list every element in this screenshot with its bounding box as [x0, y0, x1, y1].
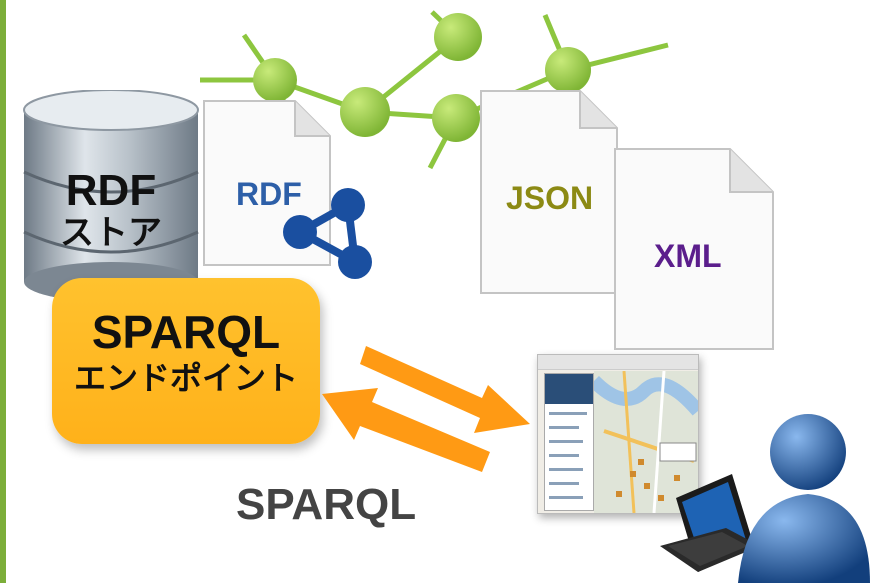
- sidebar-panel: [544, 373, 594, 511]
- map-view: [589, 370, 698, 513]
- request-arrow: [360, 346, 530, 433]
- json-document: JSON: [480, 90, 618, 294]
- rdf-document-label: RDF: [236, 176, 302, 212]
- sparql-endpoint-box: SPARQL エンドポイント: [52, 278, 320, 444]
- left-border: [0, 0, 6, 583]
- document-icon: [614, 148, 774, 350]
- rdf-store-title: RDF: [65, 166, 157, 215]
- sparql-query-label: SPARQL: [236, 480, 417, 529]
- graph-nodes: [253, 13, 591, 142]
- browser-toolbar: [538, 355, 698, 370]
- endpoint-subtitle: エンドポイント: [73, 360, 298, 396]
- xml-document-label: XML: [654, 238, 722, 274]
- rdf-store-subtitle: ストア: [60, 214, 162, 252]
- document-icon: [480, 90, 618, 294]
- xml-document: XML: [614, 148, 774, 350]
- endpoint-title: SPARQL: [91, 306, 281, 358]
- response-arrow: [322, 388, 490, 472]
- web-app-screenshot: [537, 354, 699, 514]
- json-document-label: JSON: [506, 180, 594, 216]
- rdf-store-label: RDF ストア: [22, 166, 200, 253]
